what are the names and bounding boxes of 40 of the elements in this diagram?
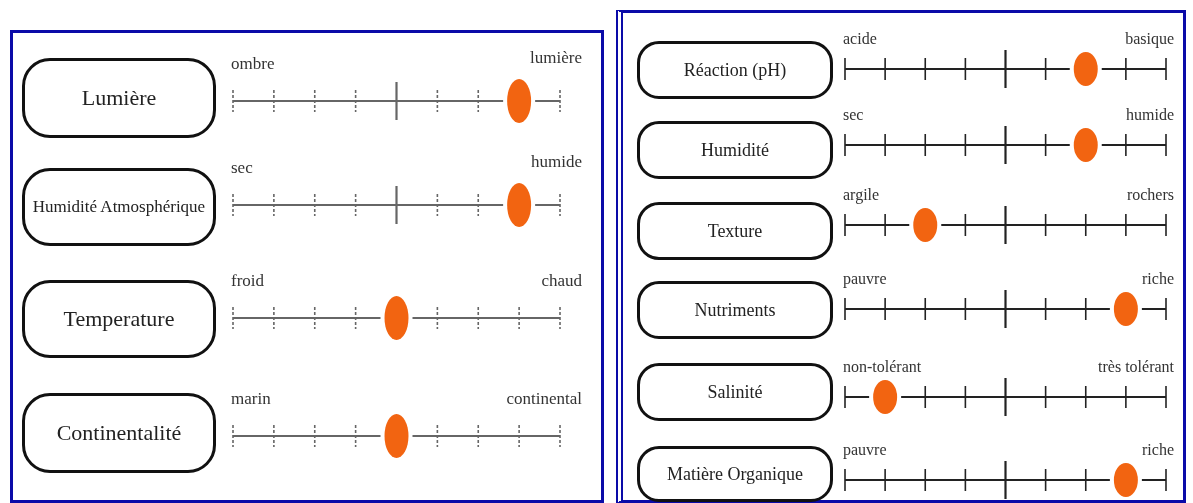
rounded-box bbox=[637, 446, 833, 502]
node-label: Nutriments bbox=[694, 299, 776, 321]
scale-end-label: chaud bbox=[541, 272, 582, 289]
node-label: Salinité bbox=[707, 381, 763, 403]
scale-end-label: froid bbox=[231, 272, 265, 289]
scale-end-label: argile bbox=[843, 187, 880, 203]
scale-end-label: très tolérant bbox=[1098, 359, 1174, 375]
scale-end-label: pauvre bbox=[843, 271, 887, 287]
rounded-box bbox=[637, 363, 833, 421]
rounded-box bbox=[637, 281, 833, 339]
scale-end-label: marin bbox=[231, 390, 271, 407]
rounded-box bbox=[22, 168, 216, 246]
node-label: Humidité bbox=[701, 139, 769, 161]
rounded-box bbox=[637, 202, 833, 260]
node-label: Matière Organique bbox=[666, 463, 804, 485]
scale-end-label: acide bbox=[843, 31, 877, 47]
scale-end-label: rochers bbox=[1126, 187, 1174, 203]
scale-end-label: continental bbox=[506, 390, 582, 407]
scale-end-label: basique bbox=[1125, 31, 1174, 47]
scale-end-label: sec bbox=[843, 107, 864, 123]
scale-end-label: non-tolérant bbox=[843, 359, 922, 375]
node-label: Continentalité bbox=[56, 420, 182, 446]
rounded-box bbox=[22, 393, 216, 473]
scale-end-label: sec bbox=[231, 159, 253, 176]
rounded-box bbox=[22, 58, 216, 138]
node-label: Temperature bbox=[63, 306, 175, 332]
scale-end-label: pauvre bbox=[843, 442, 887, 458]
node-label: Réaction (pH) bbox=[683, 59, 787, 81]
node-label: Lumière bbox=[81, 85, 157, 111]
scale-end-label: humide bbox=[531, 153, 582, 170]
scale-end-label: riche bbox=[1142, 442, 1174, 458]
rounded-box bbox=[637, 41, 833, 99]
node-label: Humidité Atmosphérique bbox=[32, 197, 206, 217]
rounded-box bbox=[22, 280, 216, 358]
scale-end-label: lumière bbox=[530, 49, 582, 66]
rounded-box bbox=[637, 121, 833, 179]
scale-end-label: humide bbox=[1126, 107, 1174, 123]
scale-end-label: ombre bbox=[231, 55, 275, 72]
node-label: Texture bbox=[707, 220, 763, 242]
scale-end-label: riche bbox=[1142, 271, 1174, 287]
